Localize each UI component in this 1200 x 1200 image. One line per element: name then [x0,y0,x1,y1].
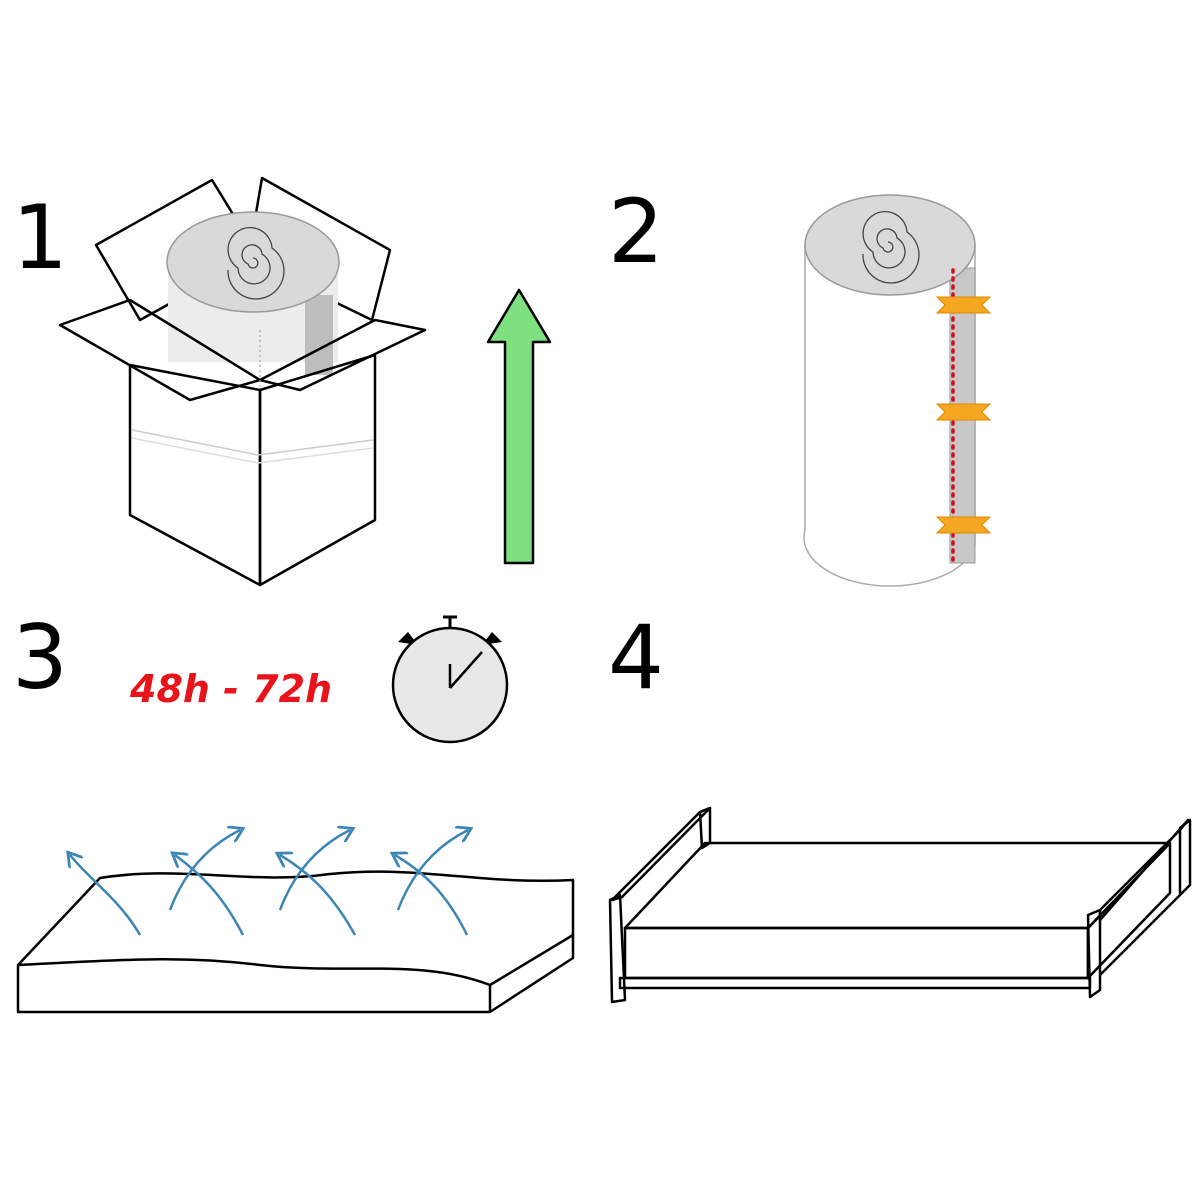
stopwatch-icon [391,615,509,744]
step-3-number: 3 [12,606,68,709]
wait-duration-text: 48h - 72h [129,667,332,711]
air-flow-arrows [70,830,468,936]
up-arrow-icon [486,288,552,565]
step-1-number: 1 [12,186,68,289]
rolled-mattress-icon [803,194,992,587]
open-box-icon [58,176,427,587]
tape-strip [935,296,992,534]
bed-with-mattress-icon [608,806,1192,1004]
rolled-mattress-in-box [166,211,340,375]
step-4-number: 4 [608,606,664,709]
expanding-mattress-icon [16,870,575,1014]
step-2-number: 2 [608,180,664,283]
